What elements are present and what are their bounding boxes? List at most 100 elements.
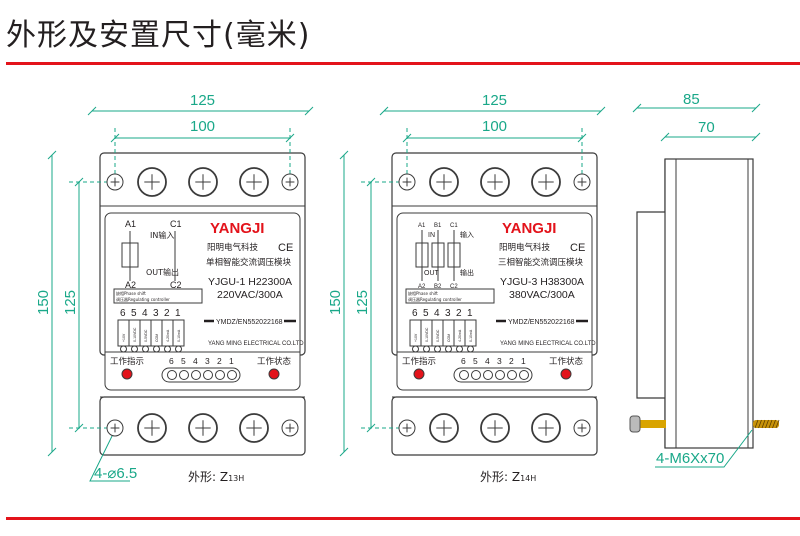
side-profile <box>636 159 666 448</box>
legend-line: 缺相Phase shift <box>116 290 146 296</box>
mount-hole <box>281 173 299 191</box>
terminal-number: 6 <box>461 356 466 366</box>
terminal-number: 3 <box>153 308 159 319</box>
terminal-number: 5 <box>181 356 186 366</box>
terminal-signal: 0-5VDC <box>436 329 440 342</box>
terminal-screw-small <box>423 345 430 353</box>
screw-callout: 4-M6Xx70 <box>656 450 724 467</box>
terminal-screw <box>137 413 167 443</box>
thyristor-icon <box>415 242 429 268</box>
status-led <box>413 368 425 380</box>
bottom-terminal <box>507 370 517 380</box>
model-number: YJGU-1 H22300A <box>208 276 292 288</box>
dimension-tick <box>47 447 57 457</box>
terminal-screw-small <box>120 345 127 353</box>
dim-width-inner: 100 <box>190 118 215 135</box>
terminal-number: 3 <box>205 356 210 366</box>
rating: 380VAC/300A <box>509 289 575 301</box>
status-led <box>560 368 572 380</box>
bottom-terminal <box>495 370 505 380</box>
terminal-number: 5 <box>423 308 429 319</box>
mount-hole <box>106 419 124 437</box>
terminal-screw <box>239 167 269 197</box>
product-name: 三相智能交流调压模块 <box>498 257 584 268</box>
brand-logo: YANGJI <box>210 220 264 237</box>
screw-shank <box>636 420 666 428</box>
rating: 220VAC/300A <box>217 289 283 301</box>
terminal-signal: 4-20mA <box>166 329 170 342</box>
view-caption: 外形: Z13H <box>188 470 244 484</box>
thread-line <box>765 419 769 429</box>
terminal-screw-small <box>456 345 463 353</box>
company-name: 阳明电气科技 <box>207 242 259 253</box>
screw-callout-leader <box>655 429 753 468</box>
terminal-screw <box>429 167 459 197</box>
terminal-screw-small <box>467 345 474 353</box>
bottom-terminal <box>459 370 469 380</box>
legend-line: 缺相Phase shift <box>408 290 438 296</box>
dimension-tick <box>87 106 97 116</box>
terminal-number: 1 <box>229 356 234 366</box>
bottom-terminal <box>191 370 201 380</box>
bottom-terminal <box>179 370 189 380</box>
thyristor-icon <box>121 242 139 268</box>
status-led <box>121 368 133 380</box>
mount-hole <box>398 173 416 191</box>
legend-box <box>405 288 495 304</box>
caption-subscript: 14H <box>520 474 536 483</box>
screw-head <box>629 415 641 433</box>
caption-text: 外形: Z <box>188 470 228 484</box>
page-title: 外形及安置尺寸(毫米) <box>6 18 311 53</box>
dimension-tick <box>285 133 295 143</box>
model-number: YJGU-3 H38300A <box>500 276 584 288</box>
terminal-number: 3 <box>497 356 502 366</box>
terminal-signal: 0-10VDC <box>133 327 137 342</box>
terminal-signal: COM <box>447 334 451 342</box>
bottom-terminal <box>483 370 493 380</box>
terminal-number: 1 <box>175 308 181 319</box>
dimension-tick <box>751 103 761 113</box>
legend-line: 调压器Regulating controller <box>408 296 462 302</box>
terminal-number: 4 <box>485 356 490 366</box>
dimension-tick <box>577 133 587 143</box>
brand-logo: YANGJI <box>502 220 556 237</box>
output-label: OUT <box>424 270 440 277</box>
company-name: 阳明电气科技 <box>499 242 551 253</box>
side-body <box>664 158 754 449</box>
thread-line <box>754 419 759 429</box>
ce-mark: CE <box>570 242 585 254</box>
bottom-terminal <box>471 370 481 380</box>
manufacturer: YANG MING ELECTRICAL CO.LTD <box>208 341 304 347</box>
bottom-terminal <box>215 370 225 380</box>
dimension-tick <box>366 177 376 187</box>
mount-hole <box>573 173 591 191</box>
dim-height-outer: 150 <box>327 290 344 315</box>
terminal-signal: 0-10VDC <box>425 327 429 342</box>
terminal-screw <box>429 413 459 443</box>
terminal-number: 6 <box>169 356 174 366</box>
hole-callout-leader <box>89 429 130 482</box>
dimension-tick <box>596 106 606 116</box>
terminal-screw-small <box>142 345 149 353</box>
terminal-screw-small <box>153 345 160 353</box>
status-led <box>268 368 280 380</box>
thread-line <box>761 419 766 429</box>
terminal-number: 2 <box>217 356 222 366</box>
terminal-number: 4 <box>142 308 148 319</box>
terminal-number: 6 <box>412 308 418 319</box>
view-caption: 外形: Z14H <box>480 470 536 484</box>
terminal-screw-small <box>445 345 452 353</box>
terminal-screw <box>239 413 269 443</box>
bottom-divider <box>6 517 800 520</box>
thyristor-icon <box>431 242 445 268</box>
bottom-terminal <box>203 370 213 380</box>
terminal-signal: 4-20mA <box>458 329 462 342</box>
indicator-label-right: 工作状态 <box>549 356 584 367</box>
terminal-label: A1 <box>125 219 136 229</box>
terminal-label: C2 <box>450 284 458 290</box>
output-label: OUT输出 <box>146 267 179 277</box>
terminal-label: B2 <box>434 284 442 290</box>
dimension-tick <box>74 423 84 433</box>
terminal-number: 3 <box>445 308 451 319</box>
